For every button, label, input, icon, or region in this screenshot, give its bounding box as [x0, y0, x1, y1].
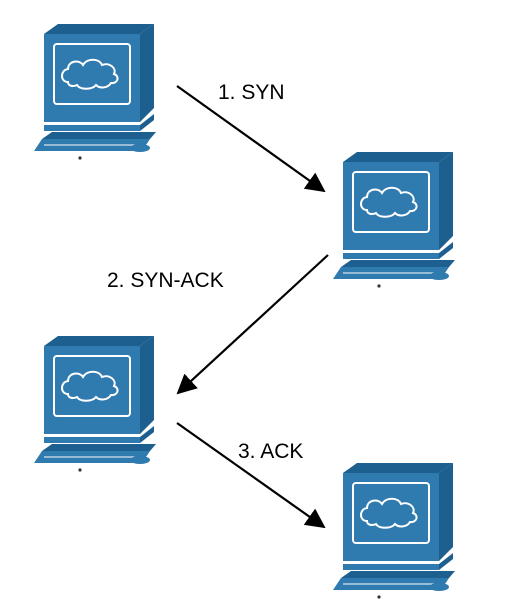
- step-label-syn-ack: 2. SYN-ACK: [107, 269, 224, 292]
- computer-icon: [34, 24, 156, 160]
- syn-ack-arrow: [176, 254, 329, 395]
- step-label-ack: 3. ACK: [238, 440, 303, 463]
- ack-arrow: [176, 422, 326, 529]
- syn-arrow: [176, 85, 326, 193]
- computer-icon: [333, 463, 455, 599]
- computer-icon: [333, 152, 455, 288]
- step-label-syn: 1. SYN: [218, 81, 285, 104]
- computer-icon: [34, 336, 156, 472]
